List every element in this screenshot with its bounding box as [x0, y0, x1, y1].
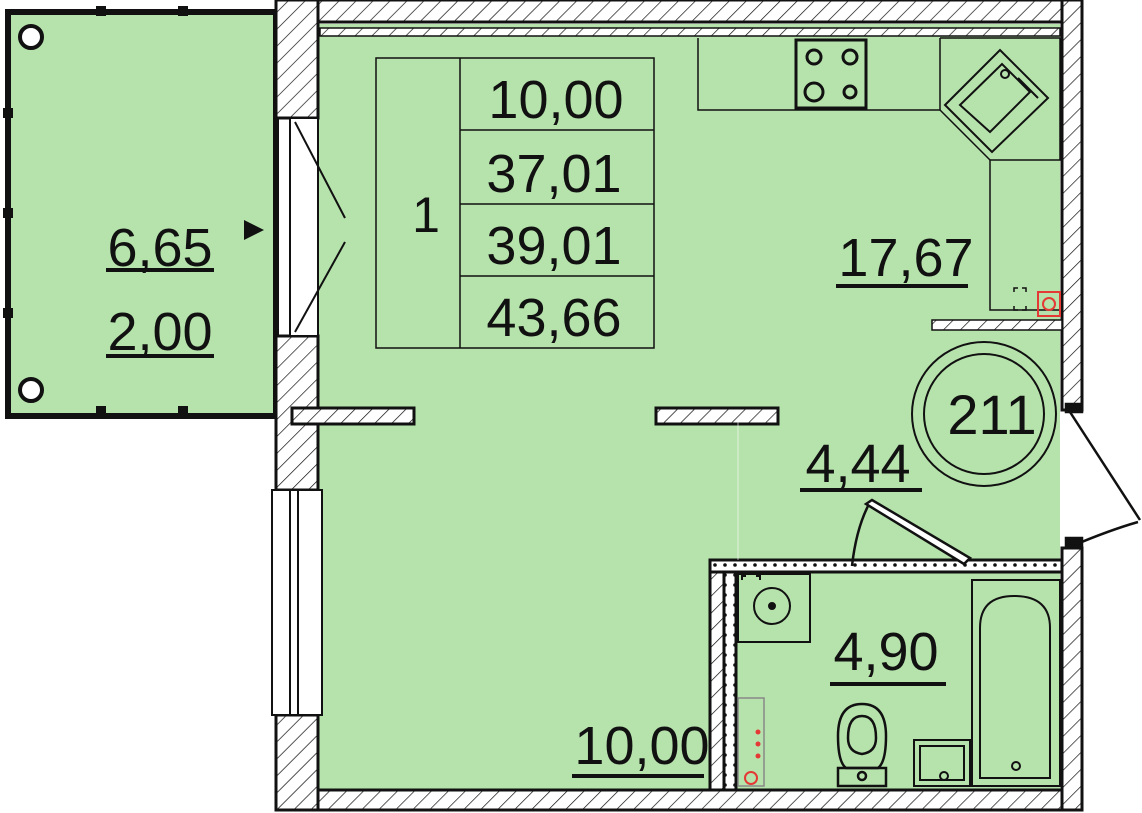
balcony-coef-area-label: 2,00: [107, 302, 212, 362]
balcony-post-top: [18, 24, 44, 50]
washbasin-icon: [913, 739, 971, 787]
toilet-icon: [836, 702, 888, 788]
window-left: [271, 489, 323, 716]
bathtub-icon: [971, 579, 1061, 787]
kitchen-area-label: 17,67: [838, 228, 973, 288]
balcony-door: [289, 117, 346, 337]
entrance-door: [1064, 402, 1142, 548]
partitions: [290, 319, 1064, 792]
outer-walls: [274, 0, 1084, 812]
info-table: [375, 57, 655, 349]
apartment-number-badge: [911, 341, 1057, 487]
bathroom-riser: [737, 697, 765, 787]
kitchen-counter: [697, 37, 1061, 311]
living-room-area-label: 10,00: [574, 716, 709, 776]
balcony: [3, 6, 279, 419]
bathroom-area-label: 4,90: [833, 622, 938, 682]
hall-area-label: 4,44: [805, 434, 910, 494]
balcony-post-bottom: [18, 377, 44, 403]
total-area-value: 43,66: [486, 288, 621, 348]
balcony-rail-posts: [3, 6, 188, 416]
room-count: 1: [412, 187, 440, 243]
stove-icon: [794, 38, 868, 110]
bathroom-door: [850, 498, 973, 567]
bathroom-riser-marker: [744, 771, 758, 785]
sink-icon: [943, 48, 1050, 154]
area-with-balcony-value: 39,01: [486, 216, 621, 276]
kitchen-riser: [1013, 287, 1061, 317]
apartment-number: 211: [947, 383, 1036, 446]
living-area-value: 10,00: [488, 70, 623, 130]
washing-machine-icon: [737, 573, 811, 643]
kitchen-riser-marker: [1037, 291, 1061, 317]
balcony-entry-arrow-icon: [244, 220, 264, 240]
area-without-balcony-value: 37,01: [486, 144, 621, 204]
